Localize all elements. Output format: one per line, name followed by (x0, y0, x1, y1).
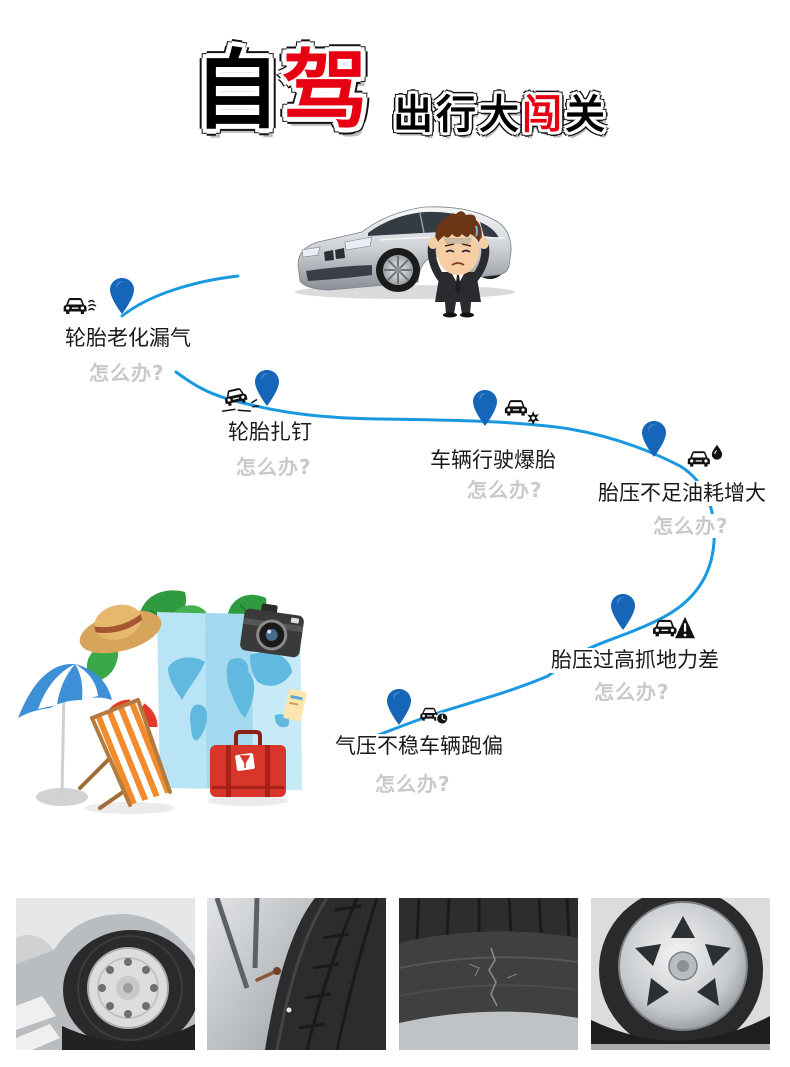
node-6-question: 怎么办? (373, 772, 453, 796)
node-2-question: 怎么办? (234, 455, 314, 479)
node-5-label: 胎压过高抓地力差 (549, 648, 721, 673)
map-pin-icon (110, 278, 134, 314)
title-subtitle: 出行大闯关 (393, 95, 608, 135)
cracked-sidewall-photo-icon (399, 898, 578, 1050)
car-tire-burst-icon (504, 400, 540, 425)
car-oil-drop-icon (687, 444, 723, 467)
flat-tire-photo-icon (16, 898, 195, 1050)
straw-hat (79, 604, 162, 654)
node-5-question: 怎么办? (592, 680, 672, 704)
map-pin-icon (387, 689, 411, 725)
worried-man-icon (427, 211, 490, 318)
node-3-question: 怎么办? (465, 478, 545, 502)
node-1-label: 轮胎老化漏气 (63, 326, 193, 351)
node-4-question: 怎么办? (651, 514, 731, 538)
title-char-zi: 自 (194, 41, 280, 141)
car-warning-icon (652, 614, 697, 640)
car-clock-icon (420, 707, 449, 725)
camera (240, 603, 304, 658)
map-pin-icon (473, 390, 497, 426)
travel-map-beach-icon (18, 590, 307, 814)
node-6-label: 气压不稳车辆跑偏 (333, 734, 505, 759)
nail-in-tire-photo-icon (207, 898, 386, 1050)
flat-tire-hubcap-photo-icon (591, 898, 770, 1050)
subtitle-part-1: 出行大 (393, 92, 522, 138)
node-4-label: 胎压不足油耗增大 (596, 481, 768, 506)
map-pin-icon (642, 421, 666, 457)
subtitle-part-2: 关 (565, 92, 608, 138)
title-char-jia: 驾 (282, 41, 368, 141)
beach-chair (78, 698, 175, 814)
node-1-question: 怎么办? (87, 361, 167, 385)
node-3-label: 车辆行驶爆胎 (428, 448, 558, 473)
subtitle-highlight: 闯 (522, 92, 565, 138)
car-air-leak-icon (63, 298, 97, 314)
red-suitcase (208, 730, 288, 806)
beach-umbrella (18, 663, 112, 806)
silver-car-worried-driver-icon (295, 206, 515, 318)
map-pin-icon (611, 594, 635, 630)
car-nail-puncture-icon (221, 386, 259, 412)
node-2-label: 轮胎扎钉 (226, 420, 314, 445)
